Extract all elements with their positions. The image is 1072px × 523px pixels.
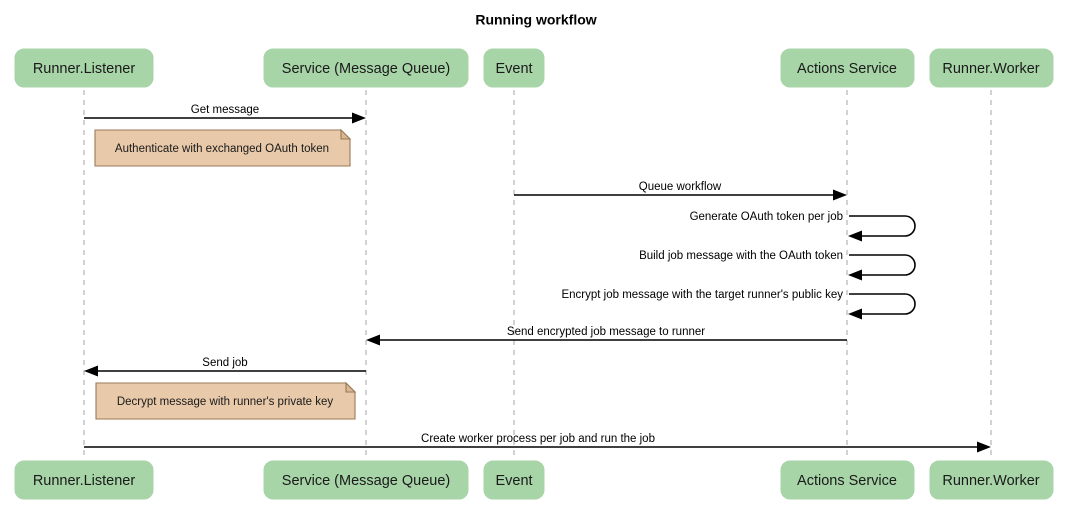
participant-box[interactable]	[483, 460, 545, 500]
message-send-encrypted-job-message[interactable]: Send encrypted job message to runner	[366, 326, 847, 346]
participants-bottom: Runner.Listener Service (Message Queue) …	[14, 460, 1054, 500]
participant-label: Actions Service	[797, 61, 897, 77]
message-self-loop	[849, 293, 916, 315]
note-decrypt: Decrypt message with runner's private ke…	[95, 381, 357, 420]
message-label: Create worker process per job and run th…	[421, 433, 655, 445]
participant-box[interactable]	[780, 48, 915, 88]
message-get-message[interactable]: Get message	[84, 104, 366, 124]
message-generate-oauth-token[interactable]: Generate OAuth token per job	[690, 211, 916, 242]
participant-event-top[interactable]: Event	[483, 48, 545, 88]
message-label: Get message	[191, 104, 259, 116]
arrowhead-icon	[833, 189, 847, 201]
note-fold-corner-icon	[340, 128, 352, 140]
participant-label: Event	[495, 473, 532, 489]
participant-box[interactable]	[263, 460, 469, 500]
arrowhead-icon	[848, 308, 862, 320]
note-label: Authenticate with exchanged OAuth token	[115, 143, 329, 155]
message-encrypt-job-message[interactable]: Encrypt job message with the target runn…	[561, 289, 916, 320]
participant-label: Actions Service	[797, 473, 897, 489]
message-queue-workflow[interactable]: Queue workflow	[514, 181, 847, 201]
participant-label: Event	[495, 61, 532, 77]
participant-box[interactable]	[14, 460, 154, 500]
participant-runner-worker-bottom[interactable]: Runner.Worker	[929, 460, 1054, 500]
participant-box[interactable]	[483, 48, 545, 88]
note-body	[95, 382, 356, 420]
participant-box[interactable]	[929, 460, 1054, 500]
lifelines-group	[83, 90, 992, 458]
participant-label: Service (Message Queue)	[282, 61, 450, 77]
message-build-job-message[interactable]: Build job message with the OAuth token	[639, 250, 916, 281]
message-label: Build job message with the OAuth token	[639, 250, 843, 262]
participant-label: Runner.Listener	[33, 473, 136, 489]
participant-box[interactable]	[263, 48, 469, 88]
arrowhead-icon	[848, 269, 862, 281]
participant-service-message-queue-top[interactable]: Service (Message Queue)	[263, 48, 469, 88]
note-authenticate: Authenticate with exchanged OAuth token	[94, 128, 352, 167]
arrowhead-icon	[84, 365, 98, 377]
participant-runner-listener-top[interactable]: Runner.Listener	[14, 48, 154, 88]
arrowhead-icon	[848, 230, 862, 242]
participants-top: Runner.Listener Service (Message Queue) …	[14, 48, 1054, 88]
participant-label: Runner.Worker	[942, 473, 1039, 489]
participant-box[interactable]	[929, 48, 1054, 88]
note-label: Decrypt message with runner's private ke…	[117, 396, 334, 408]
page-title: Running workflow	[475, 12, 596, 28]
participant-label: Runner.Listener	[33, 61, 136, 77]
participant-event-bottom[interactable]: Event	[483, 460, 545, 500]
message-self-loop	[849, 254, 916, 276]
participant-label: Runner.Worker	[942, 61, 1039, 77]
message-label: Send encrypted job message to runner	[507, 326, 705, 338]
message-label: Queue workflow	[639, 181, 722, 193]
message-self-loop	[849, 215, 916, 237]
participant-box[interactable]	[780, 460, 915, 500]
participant-runner-worker-top[interactable]: Runner.Worker	[929, 48, 1054, 88]
message-label: Generate OAuth token per job	[690, 211, 843, 223]
participant-actions-service-bottom[interactable]: Actions Service	[780, 460, 915, 500]
participant-service-message-queue-bottom[interactable]: Service (Message Queue)	[263, 460, 469, 500]
message-label: Send job	[202, 357, 247, 369]
note-fold-corner-icon	[345, 381, 357, 393]
arrowhead-icon	[977, 441, 991, 453]
participant-label: Service (Message Queue)	[282, 473, 450, 489]
arrowhead-icon	[366, 334, 380, 346]
participant-actions-service-top[interactable]: Actions Service	[780, 48, 915, 88]
message-create-worker-process[interactable]: Create worker process per job and run th…	[84, 433, 991, 453]
participant-runner-listener-bottom[interactable]: Runner.Listener	[14, 460, 154, 500]
message-label: Encrypt job message with the target runn…	[561, 289, 843, 301]
arrowhead-icon	[352, 112, 366, 124]
participant-box[interactable]	[14, 48, 154, 88]
message-send-job[interactable]: Send job	[84, 357, 366, 377]
note-body	[94, 129, 351, 167]
